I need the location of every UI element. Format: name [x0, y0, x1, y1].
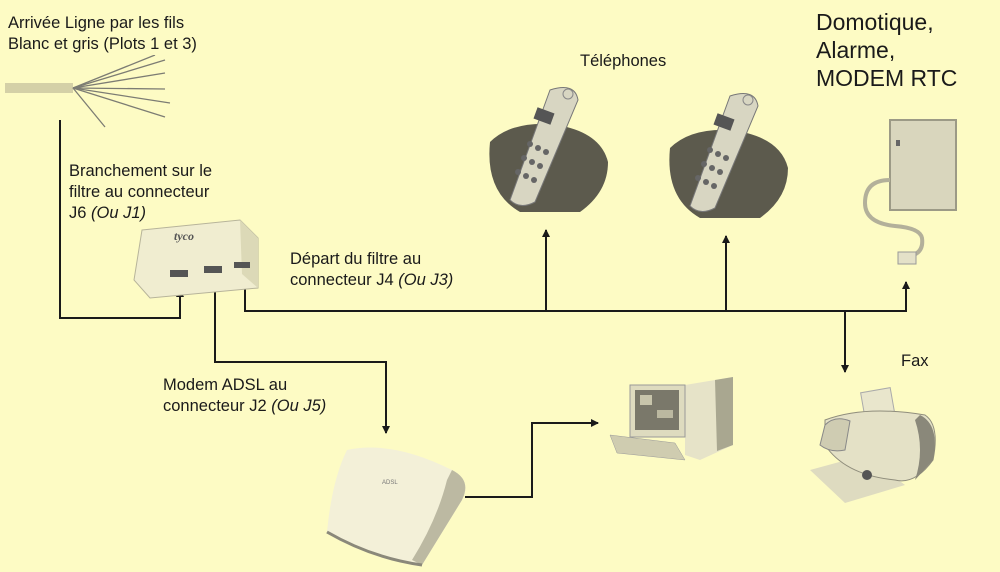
desktop-computer-icon — [609, 377, 733, 461]
label-filter-output-1: Départ du filtre au — [290, 250, 422, 268]
wall-modem-icon — [862, 119, 957, 265]
filter-box-icon: tyco — [133, 219, 259, 299]
line-adsl-modem-to-computer — [465, 419, 599, 498]
label-adsl-modem-1: Modem ADSL au — [163, 376, 288, 394]
label-filter-input-alt: (Ou J1) — [91, 204, 147, 222]
label-line-arrival: Arrivée Ligne par les fils Blanc et gris… — [8, 13, 197, 55]
line-filter-to-adsl-modem — [214, 288, 390, 434]
label-adsl-modem-alt: (Ou J5) — [271, 397, 327, 415]
label-filter-input-1: Branchement sur le — [69, 162, 213, 180]
label-filter-output-alt: (Ou J3) — [398, 271, 454, 289]
adsl-modem-icon: ADSL — [326, 447, 466, 567]
fax-machine-icon — [810, 387, 936, 503]
label-line-arrival-2: Blanc et gris (Plots 1 et 3) — [8, 35, 197, 53]
label-filter-input-connector: J6 — [69, 204, 92, 222]
label-telephones: Téléphones — [580, 52, 667, 70]
label-filter-input: Branchement sur le filtre au connecteur … — [69, 161, 212, 224]
label-domotique: Domotique, Alarme, MODEM RTC — [816, 8, 957, 92]
label-adsl-modem: Modem ADSL au connecteur J2 (Ou J5) — [163, 375, 326, 417]
label-filter-output: Départ du filtre au connecteur J4 (Ou J3… — [290, 249, 453, 291]
cable-icon — [5, 55, 171, 128]
line-to-filter-input — [59, 120, 184, 319]
cordless-phone-icon — [489, 87, 608, 212]
label-fax: Fax — [901, 352, 929, 370]
line-filter-to-phone-bus — [244, 281, 910, 312]
label-filter-input-2: filtre au connecteur — [69, 183, 210, 201]
label-domotique-3: MODEM RTC — [816, 65, 958, 91]
label-adsl-modem-connector: connecteur J2 — [163, 397, 272, 415]
cordless-phone-icon — [669, 93, 788, 218]
label-domotique-2: Alarme, — [816, 37, 896, 63]
filter-brand: tyco — [174, 229, 194, 243]
label-line-arrival-1: Arrivée Ligne par les fils — [8, 14, 185, 32]
svg-text:ADSL: ADSL — [382, 480, 398, 486]
label-filter-output-connector: connecteur J4 — [290, 271, 399, 289]
label-domotique-1: Domotique, — [816, 9, 934, 35]
